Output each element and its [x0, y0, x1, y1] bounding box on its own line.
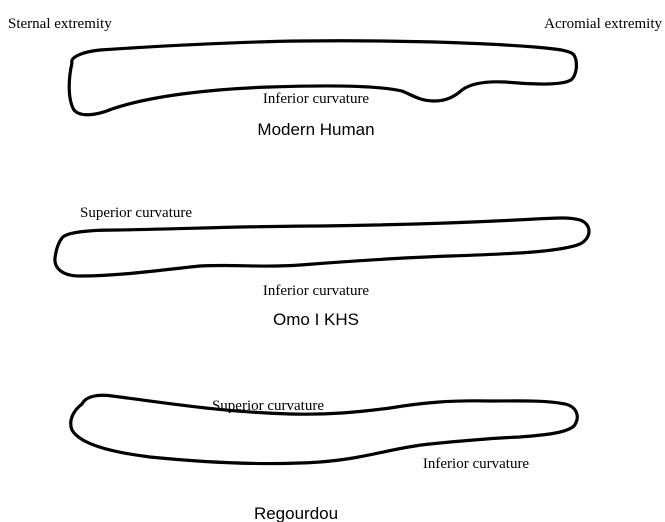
sternal-extremity-label: Sternal extremity: [8, 16, 112, 32]
regourdou-group: Superior curvature Inferior curvature Re…: [71, 395, 578, 522]
modern-human-group: Inferior curvature Modern Human: [69, 41, 576, 139]
modern-human-inferior-curvature-label: Inferior curvature: [263, 91, 370, 107]
omo-group: Superior curvature Inferior curvature Om…: [55, 205, 589, 329]
omo-inferior-curvature-label: Inferior curvature: [263, 283, 370, 299]
modern-human-title: Modern Human: [257, 120, 374, 139]
regourdou-inferior-curvature-label: Inferior curvature: [423, 456, 530, 472]
omo-clavicle-outline: [55, 218, 589, 276]
regourdou-title: Regourdou: [254, 504, 338, 522]
regourdou-superior-curvature-label: Superior curvature: [212, 398, 324, 414]
omo-title: Omo I KHS: [273, 310, 359, 329]
acromial-extremity-label: Acromial extremity: [544, 16, 662, 32]
omo-superior-curvature-label: Superior curvature: [80, 205, 192, 221]
